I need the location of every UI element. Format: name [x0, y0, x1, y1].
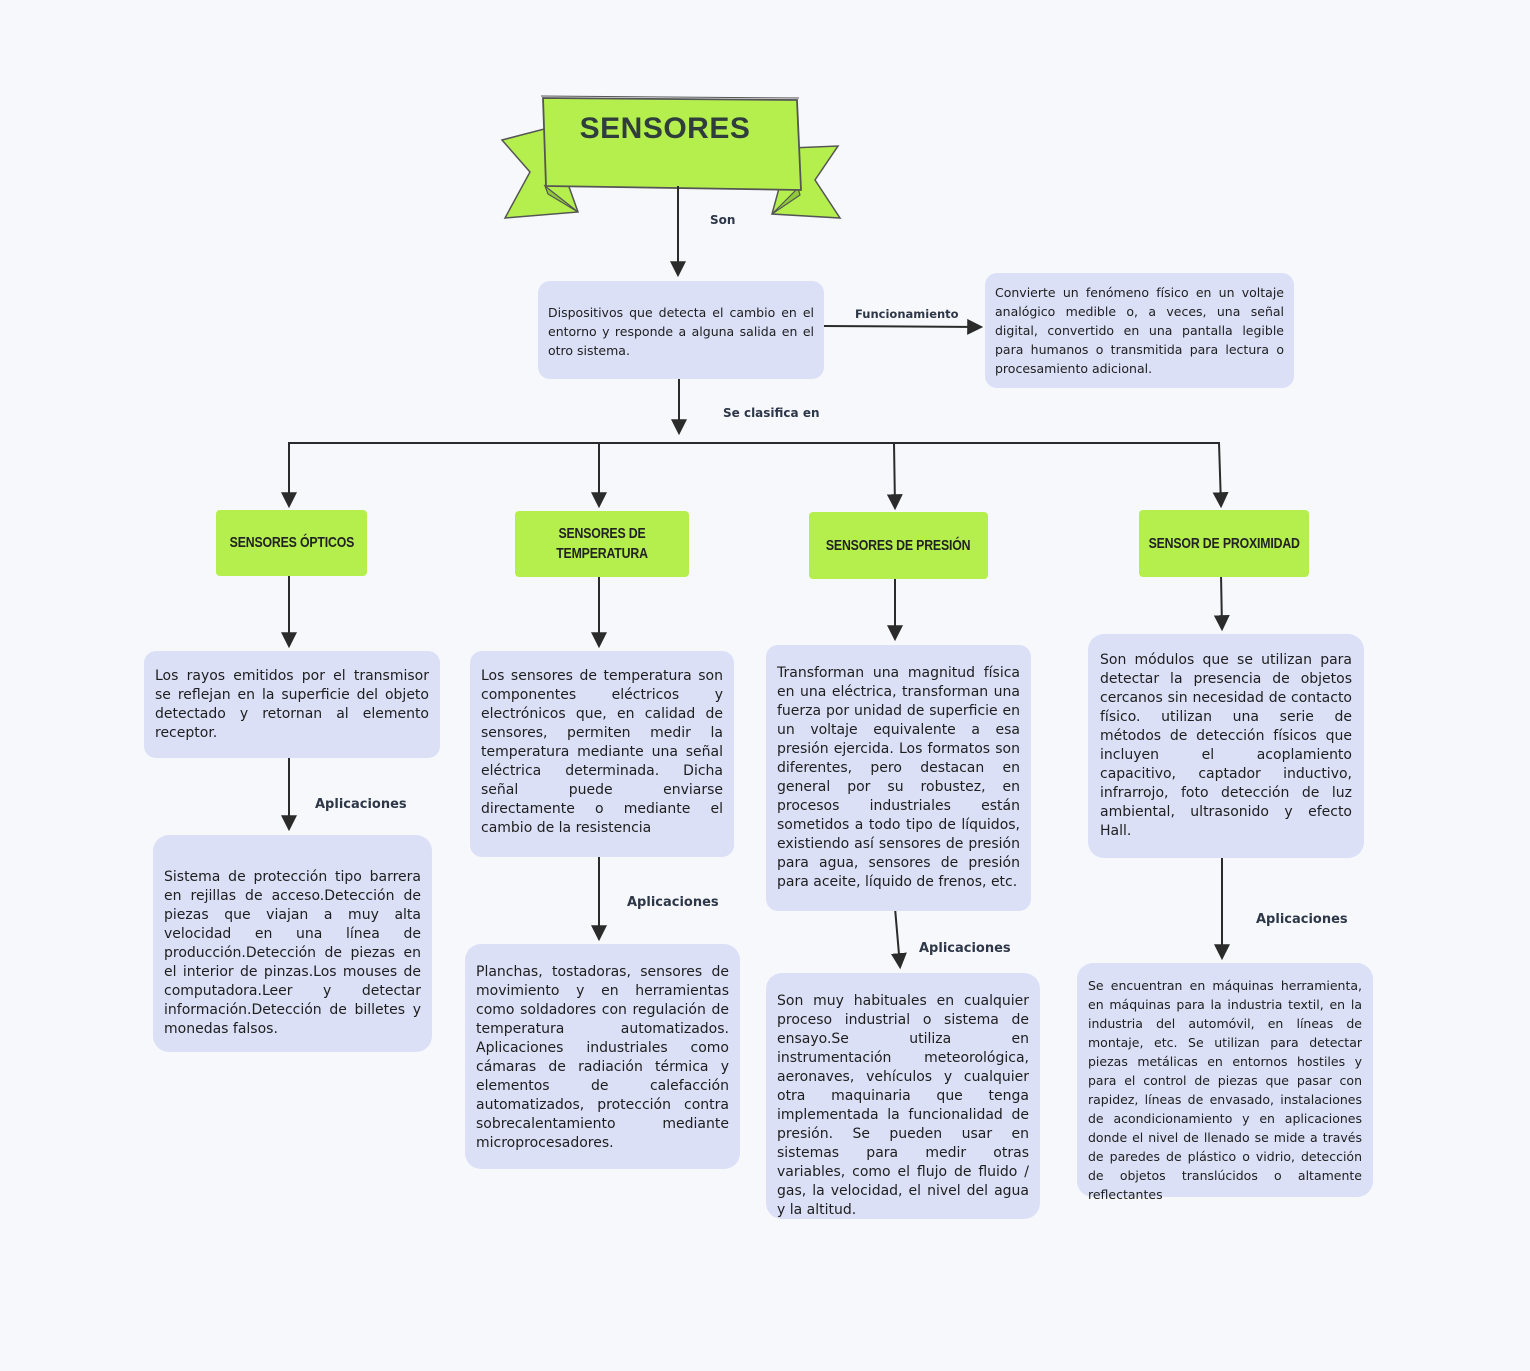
presion-applications: Son muy habituales en cualquier proceso …: [777, 993, 1029, 1218]
proximidad-description-box: Son módulos que se utilizan para detecta…: [1088, 634, 1364, 858]
temperatura-applications-box: Planchas, tostadoras, sensores de movimi…: [465, 944, 740, 1169]
category-temperatura-label: SENSORES DE TEMPERATURA: [556, 525, 648, 562]
opticos-description-box: Los rayos emitidos por el transmisor se …: [144, 651, 440, 758]
label-se-clasifica: Se clasifica en: [723, 406, 820, 420]
presion-description: Transforman una magnitud física en una e…: [777, 665, 1020, 890]
temperatura-description-box: Los sensores de temperatura son componen…: [470, 651, 734, 857]
funcionamiento-text: Convierte un fenómeno físico en un volta…: [995, 285, 1284, 376]
diagram-title: SENSORES: [579, 112, 751, 145]
presion-applications-box: Son muy habituales en cualquier proceso …: [766, 973, 1040, 1219]
temperatura-description: Los sensores de temperatura son componen…: [481, 668, 723, 836]
category-proximidad-label: SENSOR DE PROXIMIDAD: [1148, 534, 1300, 552]
connector-definition-funcionamiento: [821, 318, 984, 335]
opticos-description: Los rayos emitidos por el transmisor se …: [155, 668, 429, 741]
category-presion: SENSORES DE PRESIÓN: [809, 512, 988, 579]
opticos-applications: Sistema de protección tipo barrera en re…: [164, 869, 421, 1037]
label-aplicaciones-proximidad: Aplicaciones: [1256, 912, 1348, 927]
opticos-applications-box: Sistema de protección tipo barrera en re…: [153, 835, 432, 1052]
definition-text: Dispositivos que detecta el cambio en el…: [548, 305, 814, 358]
banner-right-tail: [771, 145, 842, 219]
connector-proximidad-desc: [1213, 573, 1230, 632]
presion-description-box: Transforman una magnitud física en una e…: [766, 645, 1031, 911]
category-presion-label: SENSORES DE PRESIÓN: [826, 536, 971, 554]
connector-branch-bar: [288, 442, 1229, 509]
label-aplicaciones-opticos: Aplicaciones: [315, 797, 407, 812]
category-opticos: SENSORES ÓPTICOS: [216, 510, 367, 576]
label-funcionamiento: Funcionamiento: [855, 307, 959, 321]
definition-box: Dispositivos que detecta el cambio en el…: [538, 281, 824, 379]
proximidad-applications-box: Se encuentran en máquinas herramienta, e…: [1077, 963, 1373, 1202]
category-temperatura: SENSORES DE TEMPERATURA: [515, 511, 689, 577]
label-son: Son: [710, 213, 736, 227]
label-aplicaciones-presion: Aplicaciones: [919, 941, 1011, 956]
proximidad-description: Son módulos que se utilizan para detecta…: [1100, 652, 1352, 839]
connector-branch-presion: [886, 442, 903, 511]
funcionamiento-box: Convierte un fenómeno físico en un volta…: [985, 273, 1294, 388]
connector-presion-app: [890, 907, 907, 970]
proximidad-applications: Se encuentran en máquinas herramienta, e…: [1088, 978, 1362, 1202]
label-aplicaciones-temperatura: Aplicaciones: [627, 895, 719, 910]
category-opticos-label: SENSORES ÓPTICOS: [229, 534, 354, 551]
temperatura-applications: Planchas, tostadoras, sensores de movimi…: [476, 964, 729, 1151]
category-proximidad: SENSOR DE PROXIMIDAD: [1139, 510, 1309, 577]
